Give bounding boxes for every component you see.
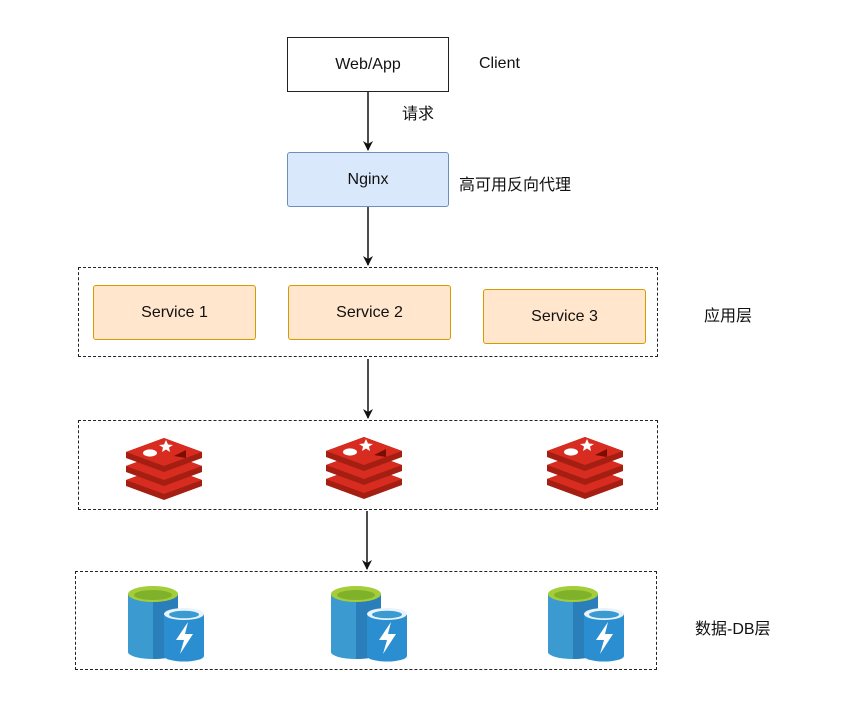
cache-layer-group [78,420,658,510]
azure-sql-database-icon [548,586,624,662]
service-2-node: Service 2 [288,285,451,340]
redis-icon [126,438,202,500]
application-layer-group [78,267,658,357]
application-layer-label: 应用层 [704,308,753,325]
redis-icon [547,437,623,499]
service-3-node: Service 3 [483,289,646,344]
service-1-node: Service 1 [93,285,256,340]
client-node: Web/App [287,37,449,92]
database-layer-label: 数据-DB层 [695,621,771,638]
redis-icon [326,437,402,499]
client-label: Client [479,55,520,72]
request-label: 请求 [402,106,435,123]
proxy-label: 高可用反向代理 [459,177,572,194]
nginx-node: Nginx [287,152,449,207]
database-layer-group [75,571,657,670]
azure-sql-database-icon [331,586,407,662]
azure-sql-database-icon [128,586,204,662]
